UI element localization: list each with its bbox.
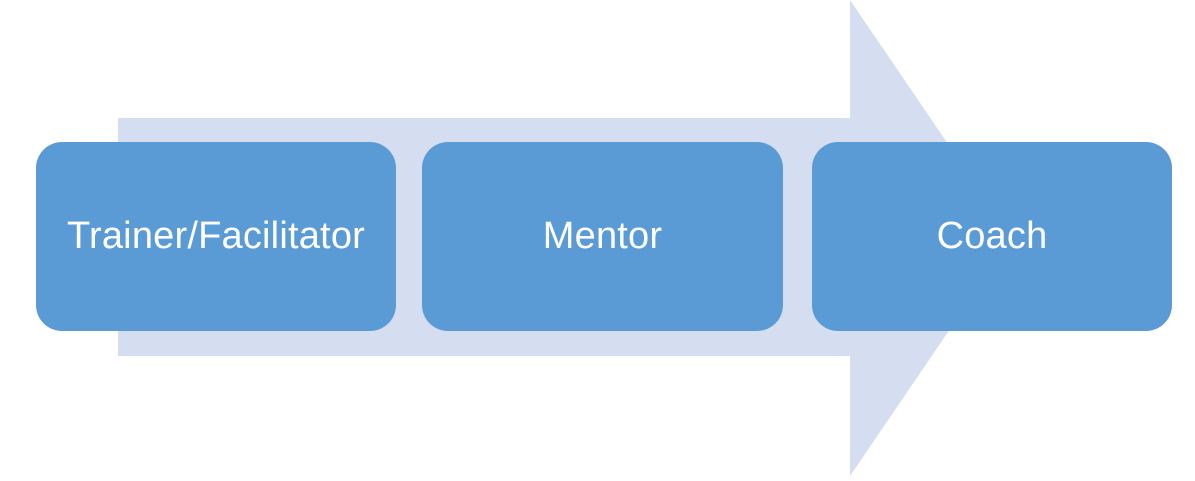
- process-stage-coach[interactable]: Coach: [812, 142, 1172, 331]
- process-stage-trainer-facilitator[interactable]: Trainer/Facilitator: [36, 142, 396, 331]
- process-stage-mentor[interactable]: Mentor: [422, 142, 783, 331]
- process-stage-label: Mentor: [542, 214, 663, 257]
- process-stage-label: Trainer/Facilitator: [66, 214, 366, 257]
- process-stage-label: Coach: [936, 214, 1048, 257]
